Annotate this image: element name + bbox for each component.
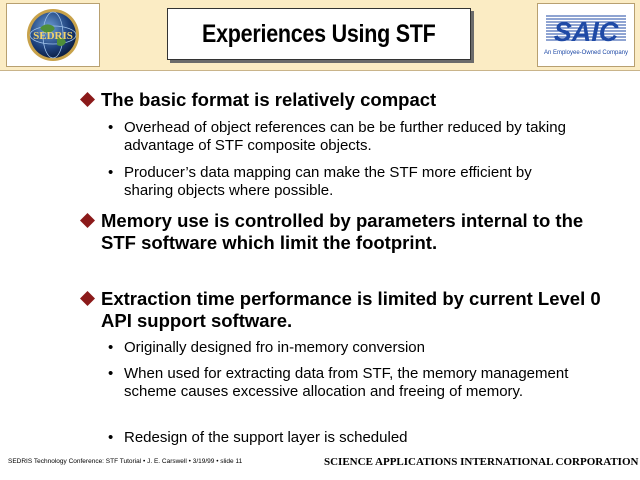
diamond-bullet-icon: [80, 213, 95, 228]
bullet-1-sub-2-text: Producer’s data mapping can make the STF…: [124, 164, 532, 199]
footer-conference-note: SEDRIS Technology Conference: STF Tutori…: [8, 458, 243, 465]
bullet-3-text: Extraction time performance is limited b…: [101, 288, 601, 331]
saic-logo: SAIC An Employee-Owned Company: [537, 3, 635, 67]
sedris-logo: SEDRIS: [6, 3, 100, 67]
sedris-globe-logo-icon: SEDRIS: [27, 9, 79, 61]
bullet-3-sub-1-text: Originally designed fro in-memory conver…: [124, 339, 425, 356]
saic-logo-text: SAIC: [554, 17, 619, 47]
slide-header: SEDRIS Experiences Using STF SAIC An Emp…: [0, 0, 640, 71]
bullet-2-text: Memory use is controlled by parameters i…: [101, 210, 584, 253]
sedris-logo-text: SEDRIS: [33, 30, 73, 42]
dot-bullet-icon: •: [108, 429, 114, 446]
saic-logo-icon: SAIC An Employee-Owned Company: [544, 15, 628, 56]
bullet-1-sub-1-text: Overhead of object references can be be …: [124, 119, 566, 154]
dot-bullet-icon: •: [108, 164, 114, 181]
diamond-bullet-icon: [80, 92, 95, 107]
diamond-bullet-icon: [80, 291, 95, 306]
footer-company-name: SCIENCE APPLICATIONS INTERNATIONAL CORPO…: [324, 456, 639, 468]
dot-bullet-icon: •: [108, 339, 114, 356]
bullet-3-sub-2-text: When used for extracting data from STF, …: [124, 365, 569, 400]
bullet-1-text: The basic format is relatively compact: [101, 89, 437, 110]
dot-bullet-icon: •: [108, 365, 114, 382]
dot-bullet-icon: •: [108, 119, 114, 136]
saic-tagline: An Employee-Owned Company: [544, 50, 628, 56]
slide-title: Experiences Using STF: [202, 19, 436, 48]
bullet-3-sub-3-text: Redesign of the support layer is schedul…: [124, 429, 408, 446]
title-box: Experiences Using STF: [167, 8, 471, 60]
